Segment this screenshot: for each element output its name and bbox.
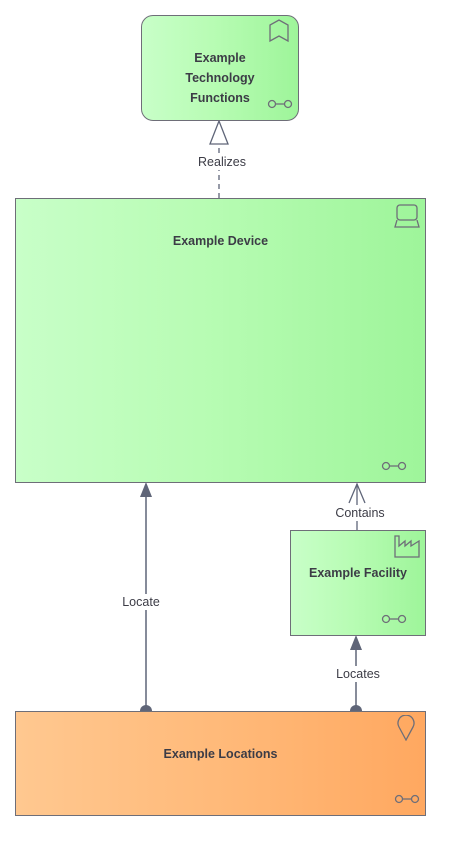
locate-label: Locate [115, 594, 167, 610]
technology-function-icon [269, 19, 289, 43]
technology-functions-title: Example Technology Functions [185, 51, 255, 105]
link-icon [394, 794, 420, 804]
contains-label: Contains [329, 505, 391, 521]
facility-node[interactable]: Example Facility [290, 530, 426, 636]
device-node[interactable]: Example Device [15, 198, 426, 483]
facility-icon [394, 535, 420, 558]
contains-arrowhead [348, 482, 366, 504]
realizes-label: Realizes [192, 154, 252, 170]
locate-arrowhead [140, 482, 152, 497]
link-icon [267, 99, 293, 109]
link-icon [381, 614, 407, 624]
realizes-arrowhead [209, 119, 229, 145]
locations-node[interactable]: Example Locations [15, 711, 426, 816]
facility-title: Example Facility [309, 566, 407, 580]
device-title: Example Device [172, 234, 269, 248]
locates-arrowhead [350, 635, 362, 650]
link-icon [381, 461, 407, 471]
location-icon [397, 715, 415, 741]
device-icon [394, 204, 420, 228]
technology-functions-node[interactable]: Example Technology Functions [141, 15, 299, 121]
locates-label: Locates [329, 666, 387, 682]
locations-title: Example Locations [163, 747, 278, 761]
